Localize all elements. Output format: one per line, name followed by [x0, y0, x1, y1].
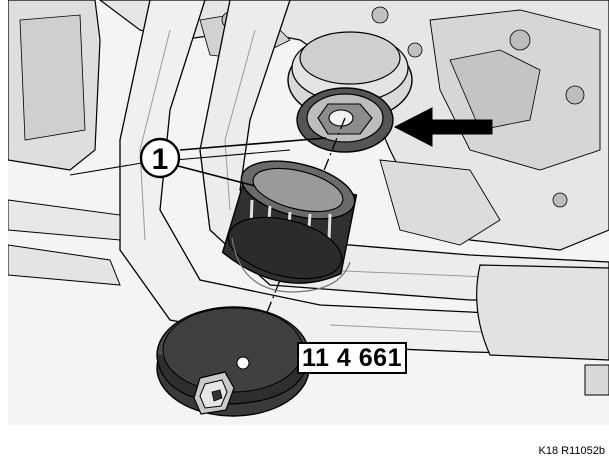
callout-leader-b	[179, 137, 327, 151]
callout-1-circle	[139, 137, 181, 179]
oil-filter	[221, 160, 358, 293]
tool-number-label: 11 4 661	[297, 342, 407, 374]
muffler	[476, 264, 609, 361]
pointer-arrow-icon	[393, 107, 493, 147]
figure-reference: K18 R11052b	[538, 445, 605, 457]
callout-1-number: 1	[152, 143, 169, 176]
callout-leader-a	[177, 165, 256, 187]
filter-wrench-tool	[156, 306, 310, 417]
